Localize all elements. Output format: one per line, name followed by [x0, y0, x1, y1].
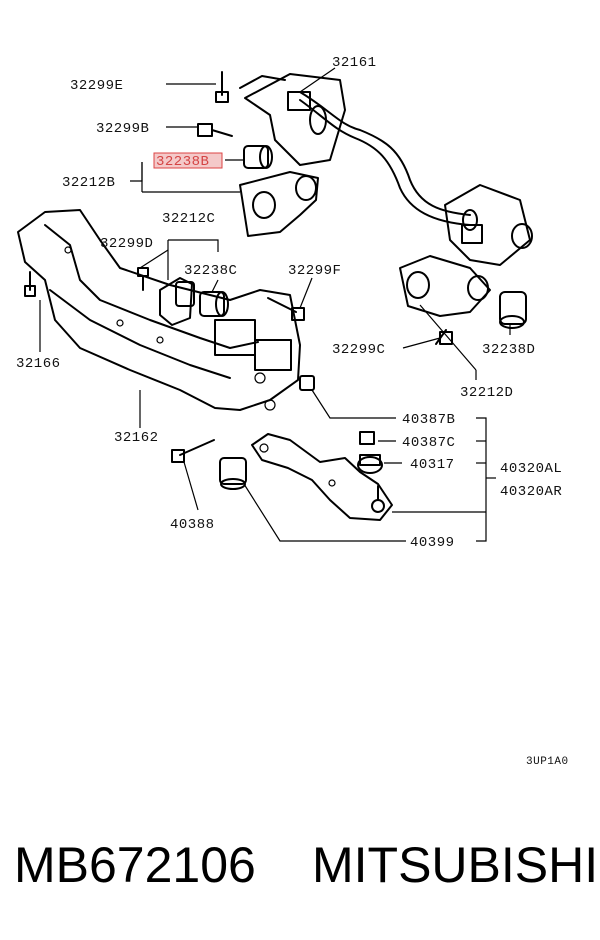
- label-32162: 32162: [114, 430, 159, 446]
- lower-arm-40320: [251, 433, 393, 521]
- bolt-40388: [171, 439, 215, 463]
- ball-joint-stud: [371, 485, 385, 513]
- parts-diagram: 32161 32299E 32299B 32238B 32212B 32212C…: [16, 55, 569, 768]
- label-40320al: 40320AL: [500, 461, 562, 477]
- bolt-32299f: [267, 297, 305, 321]
- label-40387c: 40387C: [402, 435, 455, 451]
- bolt-32299b: [197, 123, 233, 137]
- label-32238d: 32238D: [482, 342, 535, 358]
- bolt-32299d: [137, 267, 149, 291]
- diagram-code: 3UP1A0: [526, 756, 569, 768]
- label-32166: 32166: [16, 356, 61, 372]
- label-32299c: 32299C: [332, 342, 385, 358]
- label-32212b: 32212B: [62, 175, 115, 191]
- label-32299b: 32299B: [96, 121, 149, 137]
- bushing-32238d: [499, 291, 527, 329]
- label-32299e: 32299E: [70, 78, 123, 94]
- label-32212d: 32212D: [460, 385, 513, 401]
- nut-40387c: [359, 431, 375, 445]
- bracket-32212d: [399, 255, 491, 317]
- part-labels: 32161 32299E 32299B 32238B 32212B 32212C…: [16, 55, 569, 768]
- label-32161: 32161: [332, 55, 377, 71]
- stabilizer-bar: [239, 73, 533, 266]
- nut-40387b: [299, 375, 315, 391]
- bushing-32238b: [243, 145, 273, 169]
- bolt-32299e: [215, 71, 229, 103]
- label-32212c: 32212C: [162, 211, 215, 227]
- label-40317: 40317: [410, 457, 455, 473]
- bracket-32212b: [239, 171, 319, 237]
- brand-name: MITSUBISHI: [312, 837, 599, 893]
- part-number: MB672106: [14, 837, 256, 893]
- crossmember-32162: [17, 209, 301, 411]
- ball-joint-40317: [357, 454, 383, 474]
- bolt-32166: [24, 271, 36, 297]
- label-40320ar: 40320AR: [500, 484, 562, 500]
- label-32238c: 32238C: [184, 263, 237, 279]
- label-32238b[interactable]: 32238B: [156, 154, 209, 170]
- label-32299d: 32299D: [100, 236, 153, 252]
- bracket-32212c: [159, 277, 195, 326]
- label-40399: 40399: [410, 535, 455, 551]
- label-40388: 40388: [170, 517, 215, 533]
- leader-lines: [39, 67, 511, 542]
- bushing-40399: [219, 457, 247, 490]
- label-40387b: 40387B: [402, 412, 455, 428]
- label-32299f: 32299F: [288, 263, 341, 279]
- highlight-32238b: [153, 152, 223, 169]
